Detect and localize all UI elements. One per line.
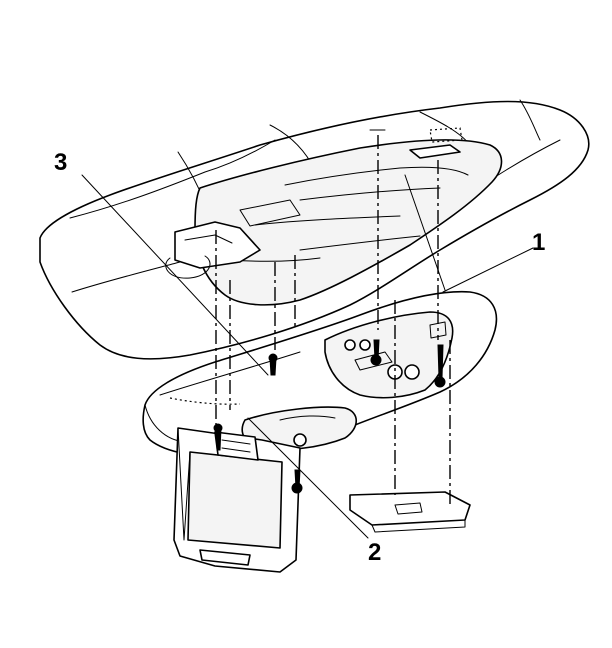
overhead-console (142, 290, 498, 458)
video-display-screen (173, 427, 301, 573)
callout-2: 2 (368, 539, 381, 566)
callout-1: 1 (532, 229, 545, 256)
console-cover-plate (349, 491, 471, 533)
callout-labels: 3 1 2 (54, 149, 545, 566)
callout-leaders (81, 174, 534, 539)
alignment-lines (215, 135, 451, 505)
callout-3: 3 (54, 149, 67, 176)
fasteners (213, 339, 446, 494)
headliner (39, 99, 590, 360)
